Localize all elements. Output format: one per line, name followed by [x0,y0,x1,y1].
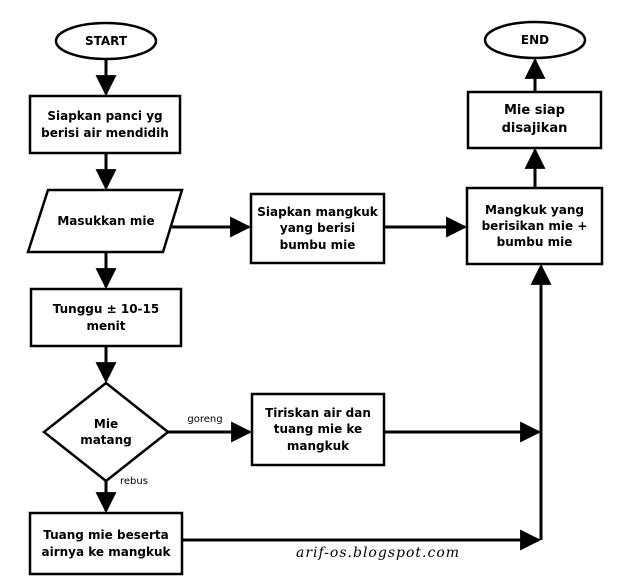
ready-process [466,90,603,150]
pour-with-water-process [28,511,184,576]
goreng-edge-label: goreng [187,414,223,426]
wait-label: Tunggu ± 10-15 menit [52,302,160,333]
prepare-pot-label: Siapkan panci yg berisi air mendidih [41,109,169,140]
watermark: arif-os.blogspot.com [296,545,461,561]
pour-with-water-label: Tuang mie beserta airnya ke mangkuk [41,528,171,559]
bowl-with-spices-label: Mangkuk yang berisikan mie + bumbu mie [481,202,588,250]
rebus-edge-label: rebus [120,476,148,488]
add-noodles-io [26,188,184,254]
ready-label: Mie siap disajikan [501,103,568,136]
bowl-with-spices-process [465,186,604,266]
prepare-bowl-label: Siapkan mangkuk yang berisi bumbu mie [257,205,378,252]
decision-label: Mie matang [80,416,132,447]
drain-label: Tiriskan air dan tuang mie ke mangkuk [265,406,371,453]
end-label: END [520,32,550,47]
prepare-pot-process [28,94,182,155]
start-label: START [84,33,128,48]
add-noodles-label: Masukkan mie [57,213,155,228]
